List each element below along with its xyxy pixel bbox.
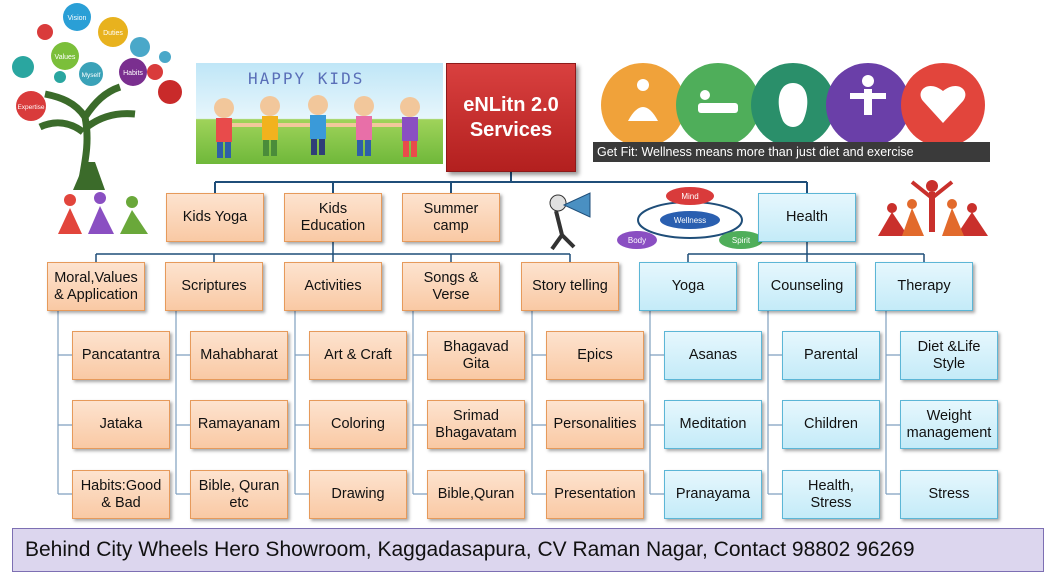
wellness-word-center: Wellness <box>660 211 720 229</box>
node-art-craft: Art & Craft <box>309 331 407 380</box>
svg-text:Myself: Myself <box>82 72 101 79</box>
tree-word-myself: Myself <box>79 62 103 86</box>
node-bhagavad-gita: Bhagavad Gita <box>427 331 525 380</box>
wellness-image: Get Fit: Wellness means more than just d… <box>593 63 990 162</box>
happy-kids-banner: HAPPY KIDS <box>248 69 365 88</box>
svg-text:Duties: Duties <box>103 30 123 37</box>
node-therapy: Therapy <box>875 262 973 311</box>
tree-word-habits: Habits <box>119 58 147 86</box>
svg-text:Wellness: Wellness <box>674 216 706 225</box>
page-title: eNLitn 2.0 Services <box>446 63 576 172</box>
announcement-figure-icon <box>549 192 591 251</box>
node-activities: Activities <box>284 262 382 311</box>
node-presentation: Presentation <box>546 470 644 519</box>
wellness-word-spirit: Spirit <box>719 231 763 249</box>
node-drawing: Drawing <box>309 470 407 519</box>
node-habits: Habits:Good & Bad <box>72 470 170 519</box>
values-tree-illustration: Vision Duties Values Myself Habits Exper… <box>12 3 182 190</box>
svg-text:Habits: Habits <box>123 70 143 77</box>
node-meditation: Meditation <box>664 400 762 449</box>
health-yoga-silhouettes <box>878 180 988 236</box>
wellness-word-mind: Mind <box>666 187 714 205</box>
svg-text:Spirit: Spirit <box>732 236 751 245</box>
node-summer-camp: Summer camp <box>402 193 500 242</box>
node-moral-values: Moral,Values & Application <box>47 262 145 311</box>
wellness-caption: Get Fit: Wellness means more than just d… <box>593 142 990 162</box>
svg-text:Vision: Vision <box>68 15 87 22</box>
node-pranayama: Pranayama <box>664 470 762 519</box>
node-yoga: Yoga <box>639 262 737 311</box>
svg-text:Expertise: Expertise <box>17 104 44 111</box>
node-jataka: Jataka <box>72 400 170 449</box>
node-story-telling: Story telling <box>521 262 619 311</box>
tree-word-expertise: Expertise <box>16 91 46 121</box>
svg-text:Body: Body <box>628 236 646 245</box>
tree-word-values: Values <box>51 42 79 70</box>
svg-text:Mind: Mind <box>681 192 698 201</box>
node-bible-quran-etc: Bible, Quran etc <box>190 470 288 519</box>
node-songs-verse: Songs & Verse <box>402 262 500 311</box>
wellness-cycle-diagram: Mind Wellness Body Spirit <box>617 187 763 249</box>
svg-text:Values: Values <box>55 54 76 61</box>
node-health-stress: Health, Stress <box>782 470 880 519</box>
tree-word-vision: Vision <box>63 3 91 31</box>
node-pancatantra: Pancatantra <box>72 331 170 380</box>
node-weight-management: Weight management <box>900 400 998 449</box>
node-diet-lifestyle: Diet &Life Style <box>900 331 998 380</box>
tree-word-duties: Duties <box>98 17 128 47</box>
node-health: Health <box>758 193 856 242</box>
node-kids-education: Kids Education <box>284 193 382 242</box>
node-ramayanam: Ramayanam <box>190 400 288 449</box>
node-personalities: Personalities <box>546 400 644 449</box>
happy-kids-image: HAPPY KIDS <box>196 63 443 164</box>
address-footer: Behind City Wheels Hero Showroom, Kaggad… <box>12 528 1044 572</box>
node-children: Children <box>782 400 880 449</box>
node-asanas: Asanas <box>664 331 762 380</box>
node-counseling: Counseling <box>758 262 856 311</box>
node-bible-quran: Bible,Quran <box>427 470 525 519</box>
node-coloring: Coloring <box>309 400 407 449</box>
node-parental: Parental <box>782 331 880 380</box>
node-scriptures: Scriptures <box>165 262 263 311</box>
node-kids-yoga: Kids Yoga <box>166 193 264 242</box>
wellness-word-body: Body <box>617 231 657 249</box>
kids-yoga-silhouettes <box>58 192 148 234</box>
node-stress: Stress <box>900 470 998 519</box>
node-mahabharat: Mahabharat <box>190 331 288 380</box>
node-srimad-bhagavatam: Srimad Bhagavatam <box>427 400 525 449</box>
node-epics: Epics <box>546 331 644 380</box>
